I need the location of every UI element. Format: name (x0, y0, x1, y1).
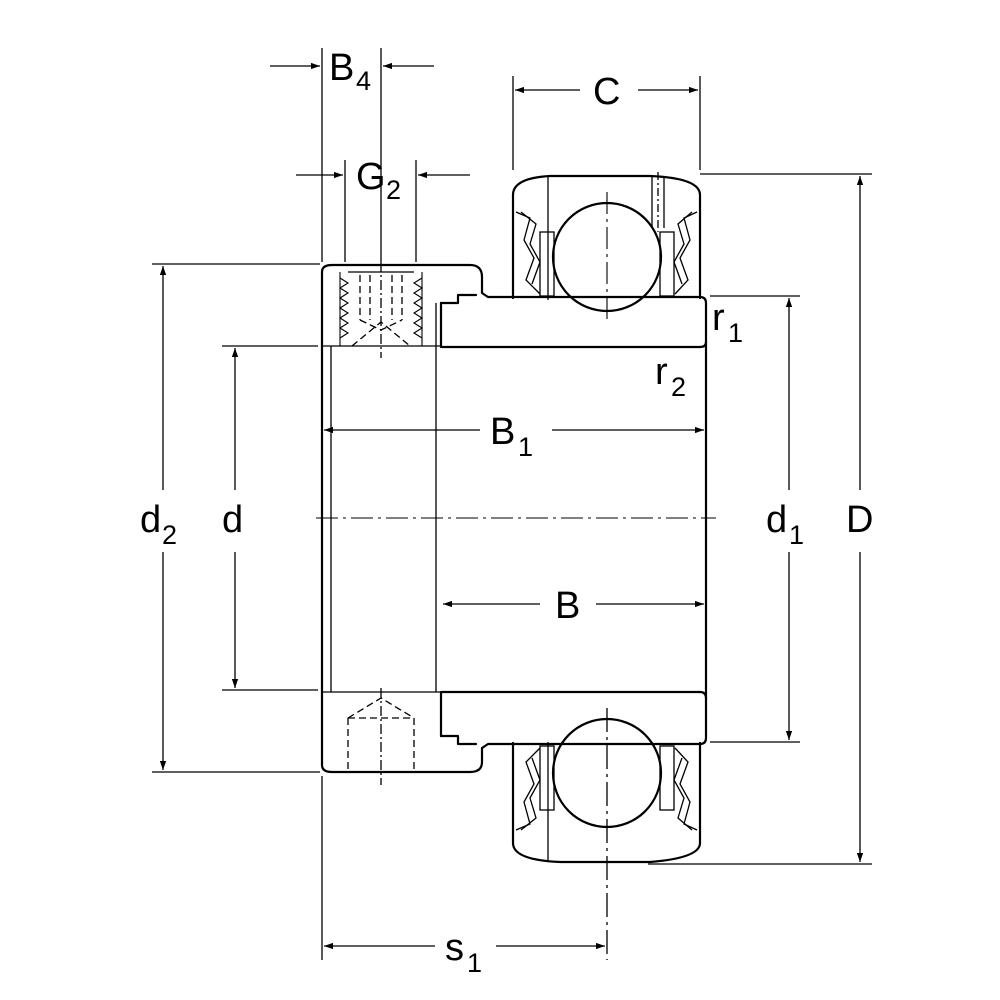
label-r2-sub: 2 (671, 372, 686, 402)
label-b4-sub: 4 (356, 66, 371, 96)
label-g2-sub: 2 (386, 175, 401, 205)
set-screw-top (338, 262, 424, 358)
label-g2-main: G (356, 156, 386, 198)
label-d1-main: d (766, 499, 787, 541)
label-s1-main: s (445, 927, 464, 969)
label-r1-sub: 1 (728, 318, 743, 348)
label-d1: d 1 (766, 499, 804, 550)
label-b4: B 4 (329, 47, 371, 96)
label-d2-sub: 2 (162, 520, 177, 550)
dimension-lines (159, 62, 864, 950)
label-r1-main: r (712, 297, 725, 339)
outer-ring (511, 172, 702, 864)
label-outer-d: D (846, 499, 873, 541)
label-s1: s 1 (445, 927, 482, 978)
label-d: d (222, 499, 243, 541)
label-b1: B 1 (490, 411, 533, 462)
label-r2: r 2 (655, 351, 686, 402)
label-d1-sub: 1 (789, 520, 804, 550)
inner-ring (320, 263, 708, 774)
label-s1-sub: 1 (467, 948, 482, 978)
label-g2: G 2 (356, 156, 401, 205)
extension-lines (152, 48, 872, 960)
label-b: B (555, 585, 580, 627)
set-screw-bottom (347, 688, 415, 785)
label-b4-main: B (329, 47, 354, 89)
label-b1-sub: 1 (518, 432, 533, 462)
label-c: C (593, 71, 620, 113)
label-d2-main: d (140, 499, 161, 541)
label-r2-main: r (655, 351, 668, 393)
ball-bottom (551, 717, 663, 829)
label-r1: r 1 (712, 297, 743, 348)
label-b1-main: B (490, 411, 515, 453)
label-d2: d 2 (140, 499, 177, 550)
